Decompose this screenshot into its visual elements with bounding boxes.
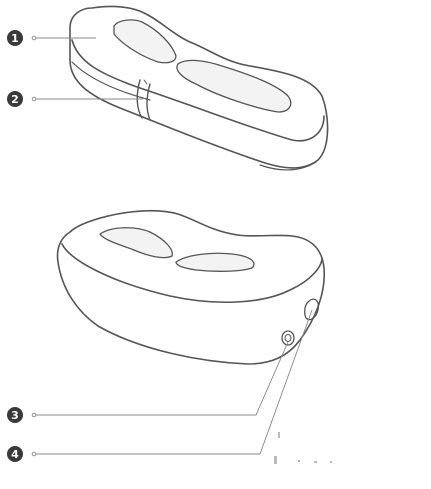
lounger-top-rim	[71, 39, 325, 142]
backrest-panel	[113, 19, 177, 64]
callout-badge-1: 1	[7, 30, 23, 46]
strap-band	[136, 79, 143, 119]
callout-badge-3: 3	[7, 407, 23, 423]
side-plug	[304, 298, 320, 321]
callout-badge-2: 2	[7, 91, 23, 107]
callout-badge-4: 4	[7, 446, 23, 462]
callout-label-4: 4	[11, 448, 19, 461]
callout-leaders	[31, 35, 313, 457]
leader-4	[34, 309, 313, 455]
lounger-bottom-outline	[56, 209, 326, 365]
callout-label-3: 3	[11, 409, 19, 422]
lounger-top-view	[69, 5, 329, 171]
seat-panel	[176, 59, 292, 113]
callout-label-2: 2	[11, 93, 19, 106]
leader-3	[34, 341, 289, 416]
scan-artifacts	[274, 432, 332, 464]
lounger-bottom-rim	[61, 243, 323, 304]
lounger-bottom-view	[56, 209, 326, 365]
lounger-side-seam	[71, 61, 151, 101]
bottom-backrest-panel	[99, 227, 173, 259]
callout-label-1: 1	[11, 32, 19, 45]
lounger-top-outline	[69, 5, 329, 169]
bottom-seat-panel	[175, 252, 255, 272]
air-valve	[281, 330, 295, 346]
